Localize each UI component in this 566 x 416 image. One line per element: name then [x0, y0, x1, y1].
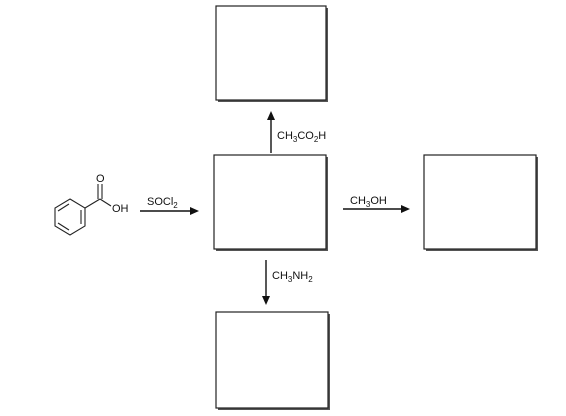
- carbonyl-carbon-bond: [84, 198, 101, 209]
- hydroxyl-bond: [99, 198, 112, 207]
- ring-double-bond: [57, 203, 70, 212]
- acetic-acid-reagent-label: CH3CO2H: [277, 130, 326, 144]
- oxygen-atom-label: O: [96, 173, 105, 185]
- product-box-right: [423, 154, 538, 251]
- product-box-center: [213, 154, 328, 251]
- arrowhead-down: [262, 296, 270, 305]
- arrowhead-right: [401, 205, 410, 213]
- benzoic-acid-structure: O OH: [54, 173, 129, 236]
- methylamine-reaction-arrow: CH3NH2: [262, 260, 313, 305]
- methanol-reaction-arrow: CH3OH: [343, 195, 410, 213]
- product-box-top: [215, 5, 328, 102]
- arrowhead-right: [190, 207, 199, 215]
- socl2-reaction-arrow: SOCl2: [140, 196, 199, 215]
- socl2-reagent-label: SOCl2: [147, 196, 178, 210]
- hydroxyl-label: OH: [112, 203, 129, 215]
- methanol-reagent-label: CH3OH: [350, 195, 387, 209]
- product-box-bottom: [215, 311, 330, 410]
- arrowhead-up: [267, 111, 275, 120]
- methylamine-reagent-label: CH3NH2: [272, 270, 313, 284]
- ring-double-bond: [57, 222, 70, 231]
- acetic-acid-reaction-arrow: CH3CO2H: [267, 111, 326, 153]
